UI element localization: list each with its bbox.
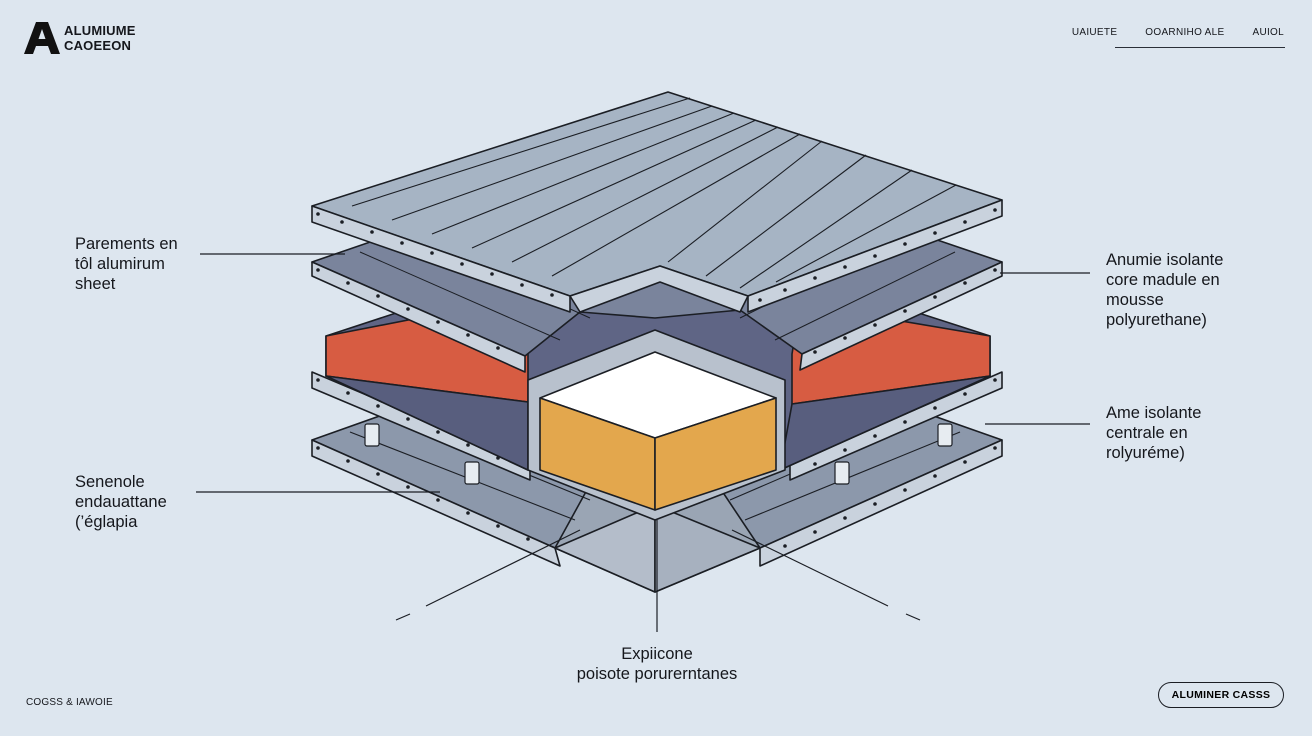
callout-line: mousse xyxy=(1106,291,1164,309)
callout-line: Anumie isolante xyxy=(1106,251,1224,269)
callout-line: (’églapia xyxy=(75,513,138,531)
central-core xyxy=(527,329,786,521)
callout-line: centrale en xyxy=(1106,424,1188,442)
logo-a-icon xyxy=(24,22,60,54)
spacers xyxy=(364,423,953,485)
callout-line: tôl alumirum xyxy=(75,255,165,273)
callout-line: Parements en xyxy=(75,235,178,253)
callout-line: rolyuréme) xyxy=(1106,444,1185,462)
cta-button[interactable]: ALUMINER CASSS xyxy=(1158,682,1284,708)
brand-line-1: ALUMIUME xyxy=(64,23,136,38)
brand-name: ALUMIUME CAOEEON xyxy=(64,23,136,53)
callout-line: poisote porurerntanes xyxy=(576,665,738,683)
callout-central-core: Ame isolante centrale en rolyuréme) xyxy=(1106,403,1201,463)
callout-seal: Senenole endauattane (’églapia xyxy=(75,472,167,532)
leader-lines xyxy=(196,253,1090,632)
callout-foam: Expiicone poisote porurerntanes xyxy=(520,644,794,684)
callout-line: endauattane xyxy=(75,493,167,511)
callout-aluminum-sheet: Parements en tôl alumirum sheet xyxy=(75,234,178,294)
callout-line: Expiicone xyxy=(621,645,693,663)
brand-line-2: CAOEEON xyxy=(64,38,132,53)
callout-line: Senenole xyxy=(75,473,145,491)
nav-item-1[interactable]: UAIUETE xyxy=(1071,27,1118,38)
nav-underline xyxy=(1115,47,1285,48)
top-nav: UAIUETE OOARNIHO ALE AUIOL xyxy=(1072,27,1284,38)
footer-caption: COGSS & IAWOIE xyxy=(26,697,113,708)
callout-insulating-core: Anumie isolante core madule en mousse po… xyxy=(1106,250,1223,330)
callout-line: Ame isolante xyxy=(1106,404,1202,422)
rivet-holes xyxy=(316,208,997,548)
nav-item-2[interactable]: OOARNIHO ALE xyxy=(1145,27,1225,38)
callout-line: sheet xyxy=(75,275,116,293)
callout-line: polyurethane) xyxy=(1106,311,1207,329)
callout-line: core madule en xyxy=(1106,271,1220,289)
brand-logo[interactable]: ALUMIUME CAOEEON xyxy=(22,20,136,56)
nav-item-3[interactable]: AUIOL xyxy=(1252,27,1284,38)
